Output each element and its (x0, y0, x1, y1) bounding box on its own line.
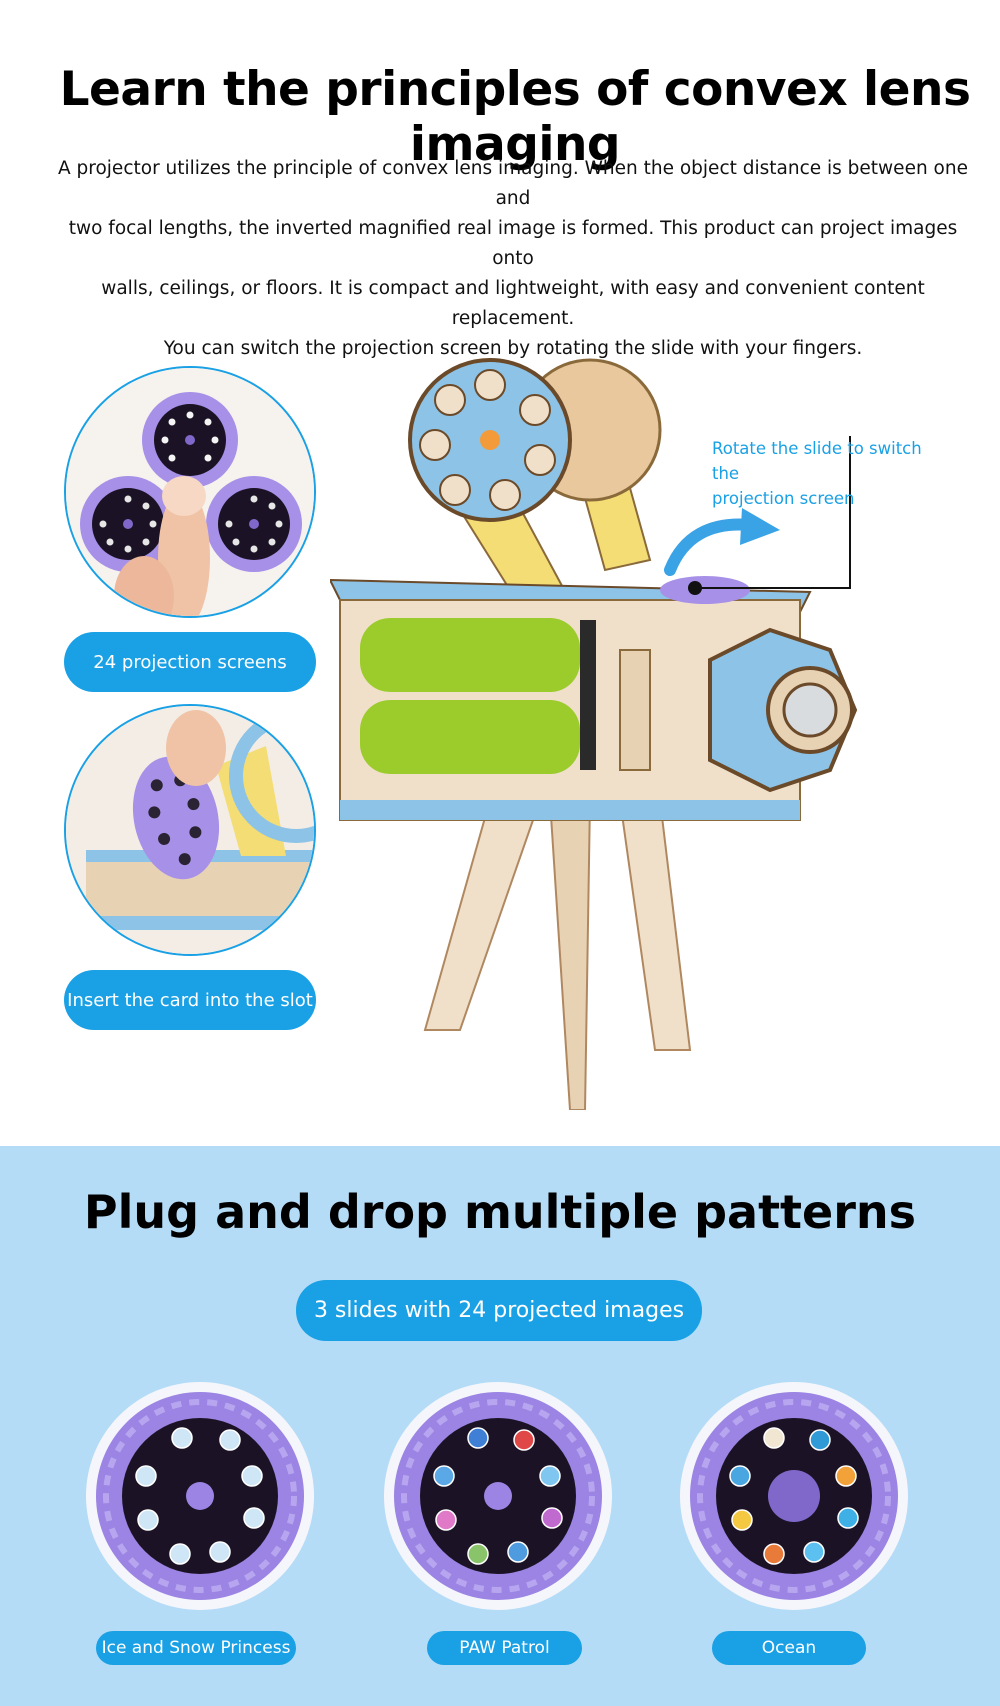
intro-line: two focal lengths, the inverted magnifie… (68, 218, 958, 269)
projector-photo (328, 330, 930, 1111)
slide-disc-ice-snow-princess (84, 1380, 316, 1612)
insert-card-photo (64, 704, 316, 956)
slide-label-ice-snow-princess: Ice and Snow Princess (96, 1631, 296, 1665)
slide-disc-illustration (86, 1382, 314, 1610)
page-title: Learn the principles of convex lens imag… (59, 62, 971, 172)
callout-line: Rotate the slide to switch the (712, 439, 922, 483)
projector-illustration (328, 358, 858, 1111)
slide-disc-illustration (680, 1382, 908, 1610)
intro-line: A projector utilizes the principle of co… (58, 158, 968, 209)
rotate-slide-callout: Rotate the slide to switch the projectio… (712, 436, 952, 511)
slide-label-ocean: Ocean (712, 1631, 866, 1665)
intro-line: walls, ceilings, or floors. It is compac… (101, 278, 925, 329)
slides-count-badge: 3 slides with 24 projected images (296, 1280, 702, 1341)
section-title: Plug and drop multiple patterns (83, 1185, 917, 1239)
intro-line: You can switch the projection screen by … (163, 338, 863, 359)
slides-spinner-photo (64, 366, 316, 618)
slides-spinner-illustration (66, 368, 314, 616)
slide-label-paw-patrol: PAW Patrol (427, 1631, 582, 1665)
intro-paragraph: A projector utilizes the principle of co… (58, 154, 968, 364)
projection-screens-badge: 24 projection screens (64, 632, 316, 692)
insert-card-illustration (66, 706, 314, 954)
callout-line: projection screen (712, 489, 855, 508)
slide-disc-illustration (384, 1382, 612, 1610)
slide-disc-paw-patrol (382, 1380, 614, 1612)
slide-disc-ocean (678, 1380, 910, 1612)
insert-card-badge: Insert the card into the slot (64, 970, 316, 1030)
